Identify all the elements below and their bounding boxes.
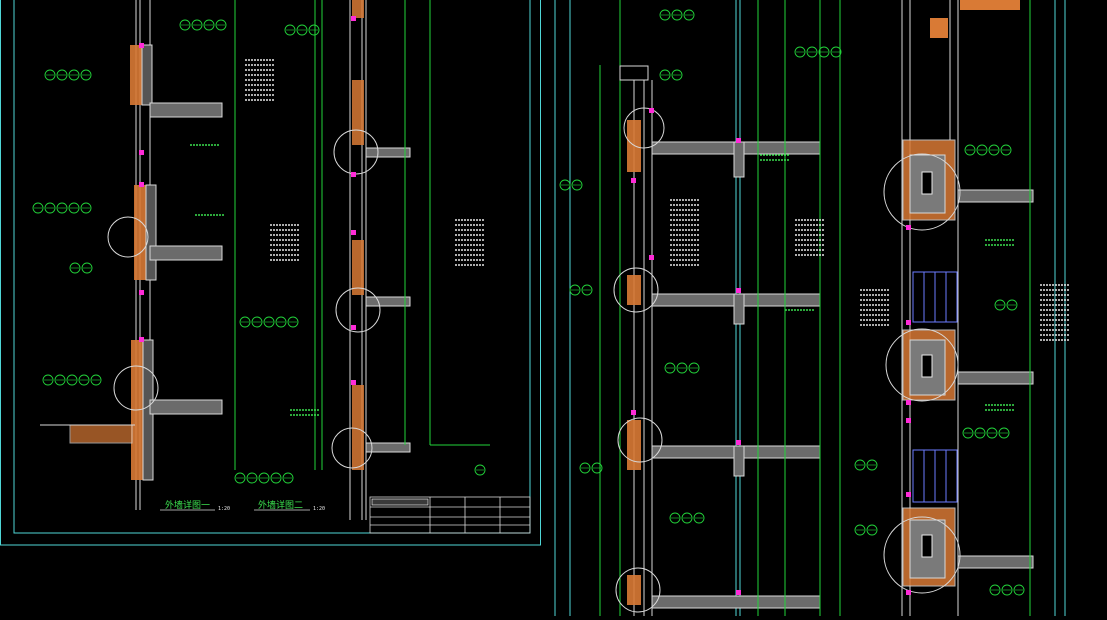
wall-detail-3 — [600, 0, 820, 616]
right-sheet-outer-frame — [555, 0, 1107, 616]
wall-detail-2 — [332, 0, 490, 520]
floor-slab — [366, 148, 410, 157]
insulation-hatch — [352, 385, 364, 470]
concrete-wall — [142, 45, 152, 105]
section-title-1-scale: 1:20 — [218, 506, 230, 512]
right-sheet-inner-frame — [570, 0, 1055, 616]
section-title-1: 外墙详图一 — [165, 499, 210, 511]
ground-hatch — [70, 425, 132, 443]
anchor-marks — [351, 16, 356, 385]
anchor-marks — [631, 108, 741, 595]
insulation-hatch — [130, 45, 142, 105]
insulation-hatch — [352, 80, 364, 145]
floor-slab — [366, 297, 410, 306]
floor-slab — [150, 246, 222, 260]
floor-slab — [150, 103, 222, 117]
section-titles: 外墙详图一 1:20 外墙详图二 1:20 — [160, 499, 325, 512]
insulation-hatch — [352, 240, 364, 295]
insulation-hatch — [134, 185, 146, 280]
title-block — [370, 497, 530, 533]
section-title-2-scale: 1:20 — [313, 506, 325, 512]
left-sheet-outer-frame — [1, 0, 541, 545]
insulation-hatch — [352, 0, 364, 18]
floor-slab — [150, 400, 222, 414]
section-title-2: 外墙详图二 — [258, 499, 303, 511]
floor-slab — [366, 443, 410, 452]
